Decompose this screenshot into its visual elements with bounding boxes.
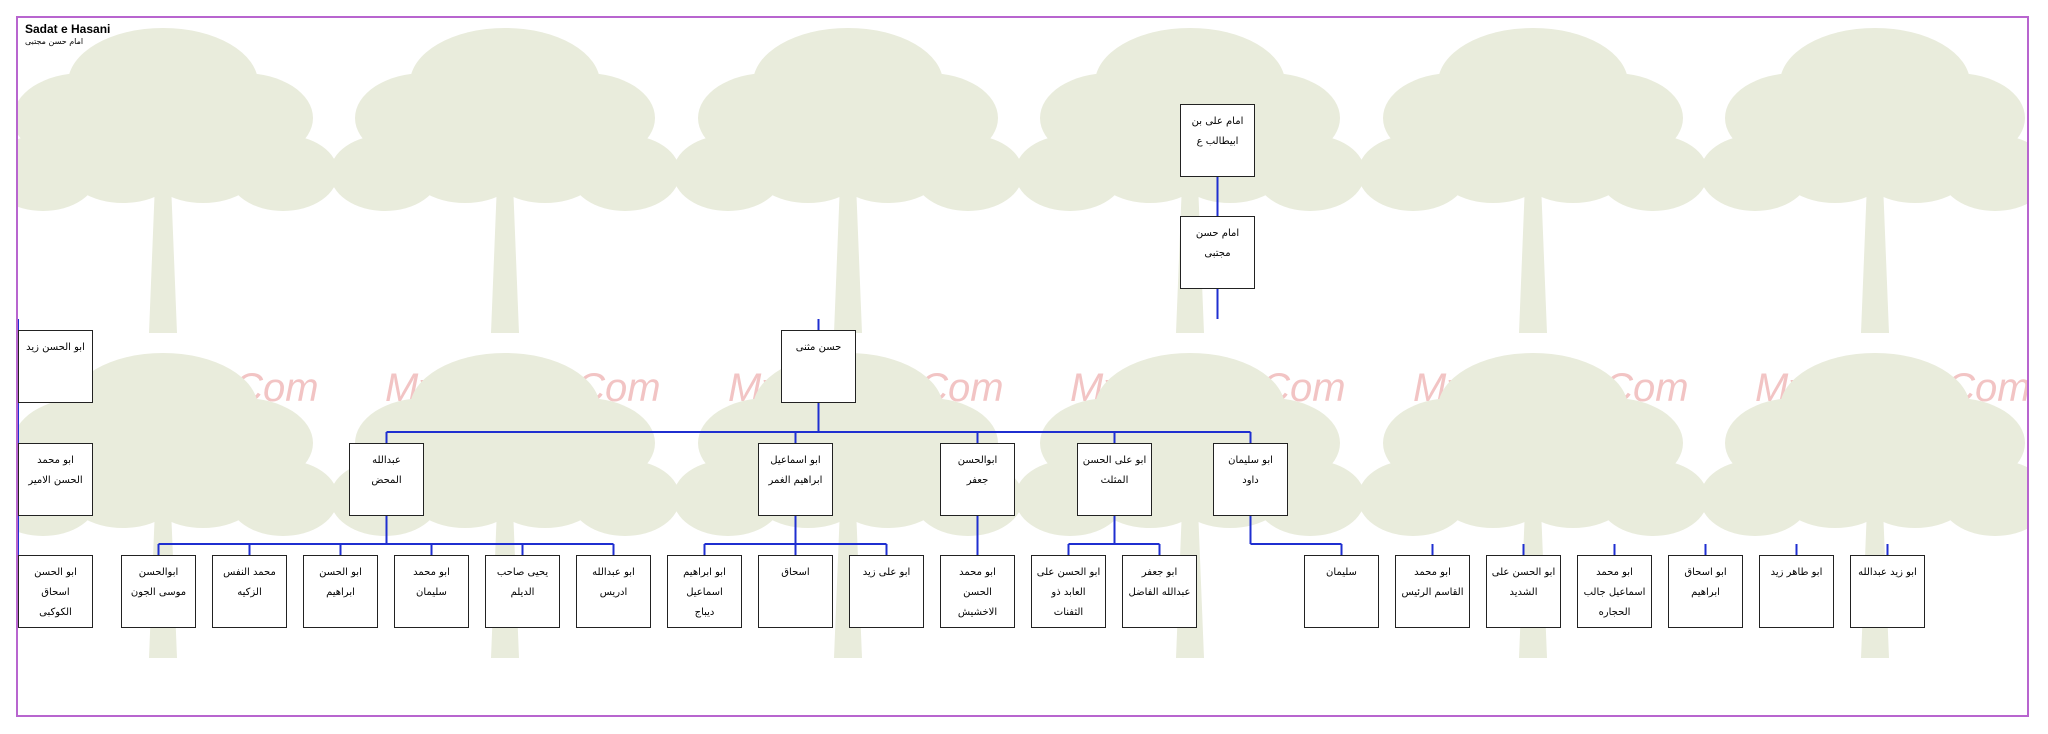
person-node[interactable]: ابو الحسن ابراهیم bbox=[303, 555, 378, 628]
person-node[interactable]: ابوالحسن جعفر bbox=[940, 443, 1015, 516]
watermark-tree-icon bbox=[1358, 353, 1708, 658]
person-node[interactable]: ابو طاهر زید bbox=[1759, 555, 1834, 628]
person-name: ابو علی الحسن المثلث bbox=[1082, 455, 1147, 486]
person-node[interactable]: ابو الحسن اسحاق الکوکبی bbox=[18, 555, 93, 628]
watermark-tree-icon bbox=[18, 28, 338, 333]
person-node[interactable]: ابو محمد القاسم الرئیس bbox=[1395, 555, 1470, 628]
person-name: یحیی صاحب الدیلم bbox=[496, 567, 549, 598]
person-node[interactable]: سلیمان bbox=[1304, 555, 1379, 628]
person-node[interactable]: ابو زید عبدالله bbox=[1850, 555, 1925, 628]
person-name: سلیمان bbox=[1326, 567, 1357, 578]
person-name: ابو محمد اسماعیل جالب الحجاره bbox=[1583, 567, 1646, 618]
person-name: ابو الحسن علی الشدید bbox=[1491, 567, 1556, 598]
person-name: ابو اسحاق ابراهیم bbox=[1684, 567, 1727, 598]
person-name: ابو محمد الحسن الاخشیش bbox=[957, 567, 998, 618]
person-node[interactable]: ابوالحسن موسی الجون bbox=[121, 555, 196, 628]
person-node[interactable]: ابو الحسن زید bbox=[18, 330, 93, 403]
watermark-tree-icon bbox=[673, 28, 1023, 333]
person-name: ابو محمد سلیمان bbox=[413, 567, 450, 598]
person-node[interactable]: ابو محمد اسماعیل جالب الحجاره bbox=[1577, 555, 1652, 628]
person-name: ابو ابراهیم اسماعیل دیباج bbox=[683, 567, 726, 618]
person-node[interactable]: اسحاق bbox=[758, 555, 833, 628]
watermark-tree-icon bbox=[1358, 28, 1708, 333]
person-node[interactable]: امام علی بن ابیطالب ع bbox=[1180, 104, 1255, 177]
person-name: حسن مثنی bbox=[795, 342, 842, 353]
person-name: ابو زید عبدالله bbox=[1858, 567, 1917, 578]
person-name: ابو محمد الحسن الامیر bbox=[28, 455, 83, 486]
person-name: ابو اسماعیل ابراهیم الغمر bbox=[768, 455, 823, 486]
person-name: عبدالله المحض bbox=[371, 455, 402, 486]
watermark-tree-icon bbox=[1700, 28, 2027, 333]
person-name: محمد النفس الزکیه bbox=[223, 567, 276, 598]
person-node[interactable]: ابو محمد سلیمان bbox=[394, 555, 469, 628]
person-name: امام علی بن ابیطالب ع bbox=[1191, 116, 1244, 147]
person-name: ابوالحسن موسی الجون bbox=[130, 567, 187, 598]
person-node[interactable]: ابو ابراهیم اسماعیل دیباج bbox=[667, 555, 742, 628]
person-node[interactable]: ابو الحسن علی الشدید bbox=[1486, 555, 1561, 628]
person-node[interactable]: ابو محمد الحسن الامیر bbox=[18, 443, 93, 516]
person-node[interactable]: ابو جعفر عبدالله الفاضل bbox=[1122, 555, 1197, 628]
connector-lines bbox=[18, 177, 1889, 555]
person-node[interactable]: ابو علی زید bbox=[849, 555, 924, 628]
person-node[interactable]: ابو محمد الحسن الاخشیش bbox=[940, 555, 1015, 628]
person-name: اسحاق bbox=[781, 567, 810, 578]
person-name: ابو الحسن ابراهیم bbox=[319, 567, 362, 598]
person-name: ابو الحسن علی العابد ذو الثفنات bbox=[1036, 567, 1101, 618]
diagram-subtitle: امام حسن مجتبی bbox=[25, 37, 84, 46]
person-name: امام حسن مجتبی bbox=[1195, 228, 1240, 259]
person-name: ابو طاهر زید bbox=[1770, 567, 1823, 578]
person-name: ابو محمد القاسم الرئیس bbox=[1401, 567, 1464, 598]
watermark-tree-icon bbox=[330, 28, 680, 333]
person-name: ابو سلیمان داود bbox=[1228, 455, 1273, 486]
person-node[interactable]: امام حسن مجتبی bbox=[1180, 216, 1255, 289]
person-node[interactable]: یحیی صاحب الدیلم bbox=[485, 555, 560, 628]
person-node[interactable]: ابو علی الحسن المثلث bbox=[1077, 443, 1152, 516]
person-node[interactable]: ابو عبدالله ادریس bbox=[576, 555, 651, 628]
person-name: ابو علی زید bbox=[862, 567, 911, 578]
person-node[interactable]: ابو الحسن علی العابد ذو الثفنات bbox=[1031, 555, 1106, 628]
watermark-tree-icon bbox=[18, 353, 338, 658]
diagram-title: Sadat e Hasani bbox=[25, 22, 111, 36]
person-name: ابو الحسن اسحاق الکوکبی bbox=[34, 567, 77, 618]
person-node[interactable]: حسن مثنی bbox=[781, 330, 856, 403]
person-node[interactable]: محمد النفس الزکیه bbox=[212, 555, 287, 628]
person-name: ابو عبدالله ادریس bbox=[592, 567, 635, 598]
person-name: ابو جعفر عبدالله الفاضل bbox=[1128, 567, 1191, 598]
person-name: ابوالحسن جعفر bbox=[957, 455, 998, 486]
person-node[interactable]: عبدالله المحض bbox=[349, 443, 424, 516]
person-name: ابو الحسن زید bbox=[26, 342, 85, 353]
person-node[interactable]: ابو اسماعیل ابراهیم الغمر bbox=[758, 443, 833, 516]
person-node[interactable]: ابو اسحاق ابراهیم bbox=[1668, 555, 1743, 628]
person-node[interactable]: ابو سلیمان داود bbox=[1213, 443, 1288, 516]
